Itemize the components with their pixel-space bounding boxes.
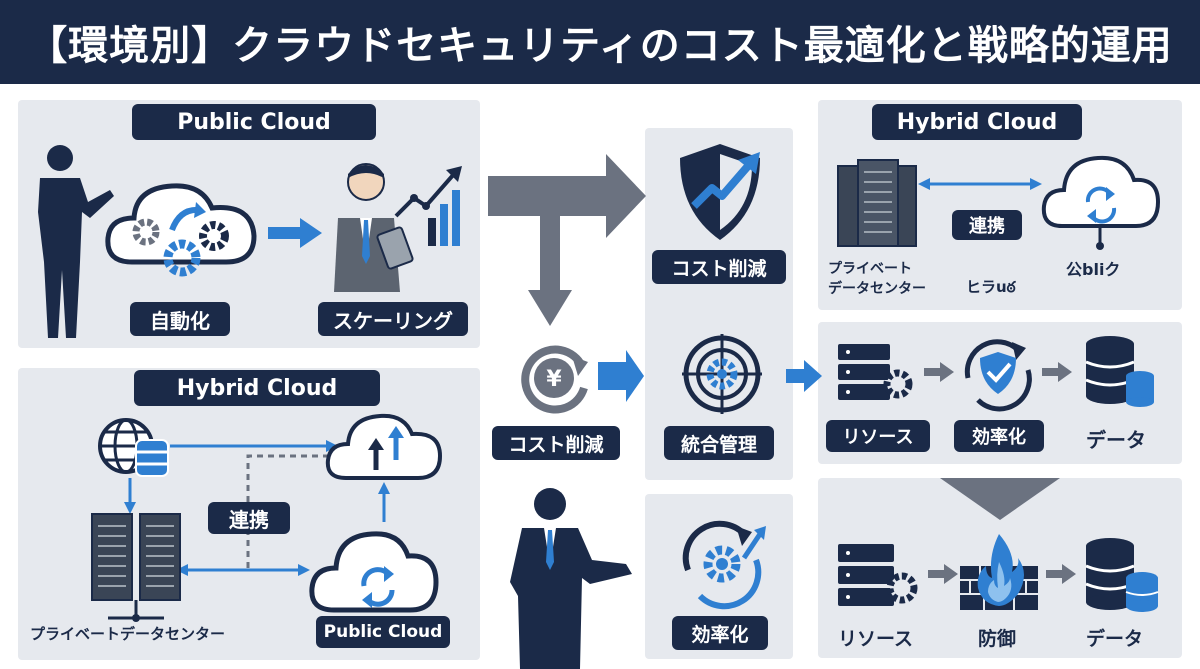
hybrid-cloud-right-heading: Hybrid Cloud <box>872 104 1082 140</box>
presenter-figure-icon <box>38 145 114 338</box>
page-title: 【環境別】クラウドセキュリティのコスト最適化と戦略的運用 <box>27 23 1173 69</box>
flow-top-arrow-1 <box>924 362 954 382</box>
data-label-bottom: データ <box>1086 628 1144 650</box>
cloud-upload-icon <box>325 413 443 480</box>
server-gear-bottom-icon <box>838 544 918 606</box>
database-icon <box>1085 336 1154 407</box>
efficiency-label-center: 効率化 <box>672 616 768 650</box>
yen-cycle-icon: ¥ <box>521 345 588 414</box>
flow-top-arrow-2 <box>1042 362 1072 382</box>
server-gear-icon <box>838 344 913 400</box>
private-datacenter-label-right-1: プライベート <box>828 261 912 277</box>
integrated-management-label: 統合管理 <box>664 426 774 460</box>
public-cloud-heading: Public Cloud <box>132 104 376 140</box>
automation-label: 自動化 <box>130 302 230 336</box>
arrow-to-right-panel-icon <box>786 360 822 392</box>
public-cloud-label-left: Public Cloud <box>316 616 450 648</box>
globe-database-icon <box>98 418 169 477</box>
scaling-label: スケーリング <box>318 302 468 336</box>
firewall-icon <box>960 534 1038 610</box>
hybrid-right-link-arrow <box>918 178 1042 190</box>
flow-bottom-arrow-2 <box>1046 564 1076 584</box>
title-bar: 【環境別】クラウドセキュリティのコスト最適化と戦略的運用 <box>0 0 1200 84</box>
flow-bottom-arrow-1 <box>928 564 958 584</box>
svg-text:¥: ¥ <box>546 367 562 392</box>
shield-growth-icon <box>680 144 760 240</box>
server-rack-right-icon <box>837 159 917 247</box>
cost-reduction-label-top: コスト削減 <box>652 250 786 284</box>
cloud-sync-icon <box>309 531 439 613</box>
resource-label-top: リソース <box>826 420 930 452</box>
integrated-management-icon <box>682 334 762 414</box>
efficiency-gear-icon <box>682 520 766 610</box>
arrow-right-icon <box>268 218 322 248</box>
down-triangle-icon <box>940 478 1060 520</box>
hybrid-right-link-label: 連携 <box>952 210 1022 240</box>
public-label-right: 公bliク <box>1066 260 1121 279</box>
private-datacenter-label-left: プライベートデータセンター <box>30 625 226 643</box>
hybrid-label-right: ヒラuఠ <box>966 278 1016 296</box>
cloud-gears-icon <box>105 183 257 277</box>
data-label-top: データ <box>1086 428 1146 452</box>
resource-label-bottom: リソース <box>838 628 914 650</box>
presenter-figure-bottom-icon <box>510 488 632 669</box>
shield-check-cycle-icon <box>964 339 1032 412</box>
cost-reduction-label-yen: コスト削減 <box>492 426 620 460</box>
defense-label: 防御 <box>978 628 1017 650</box>
server-rack-icon <box>91 513 181 622</box>
analyst-with-tablet-icon <box>334 163 462 292</box>
hybrid-left-link-label: 連携 <box>208 502 290 534</box>
main-gray-arrows <box>488 154 646 402</box>
hybrid-cloud-left-heading: Hybrid Cloud <box>134 370 380 406</box>
efficiency-label-flow: 効率化 <box>954 420 1044 452</box>
database-bottom-icon <box>1085 538 1159 612</box>
cloud-sync-right-icon <box>1041 155 1161 250</box>
private-datacenter-label-right-2: データセンター <box>828 281 926 297</box>
